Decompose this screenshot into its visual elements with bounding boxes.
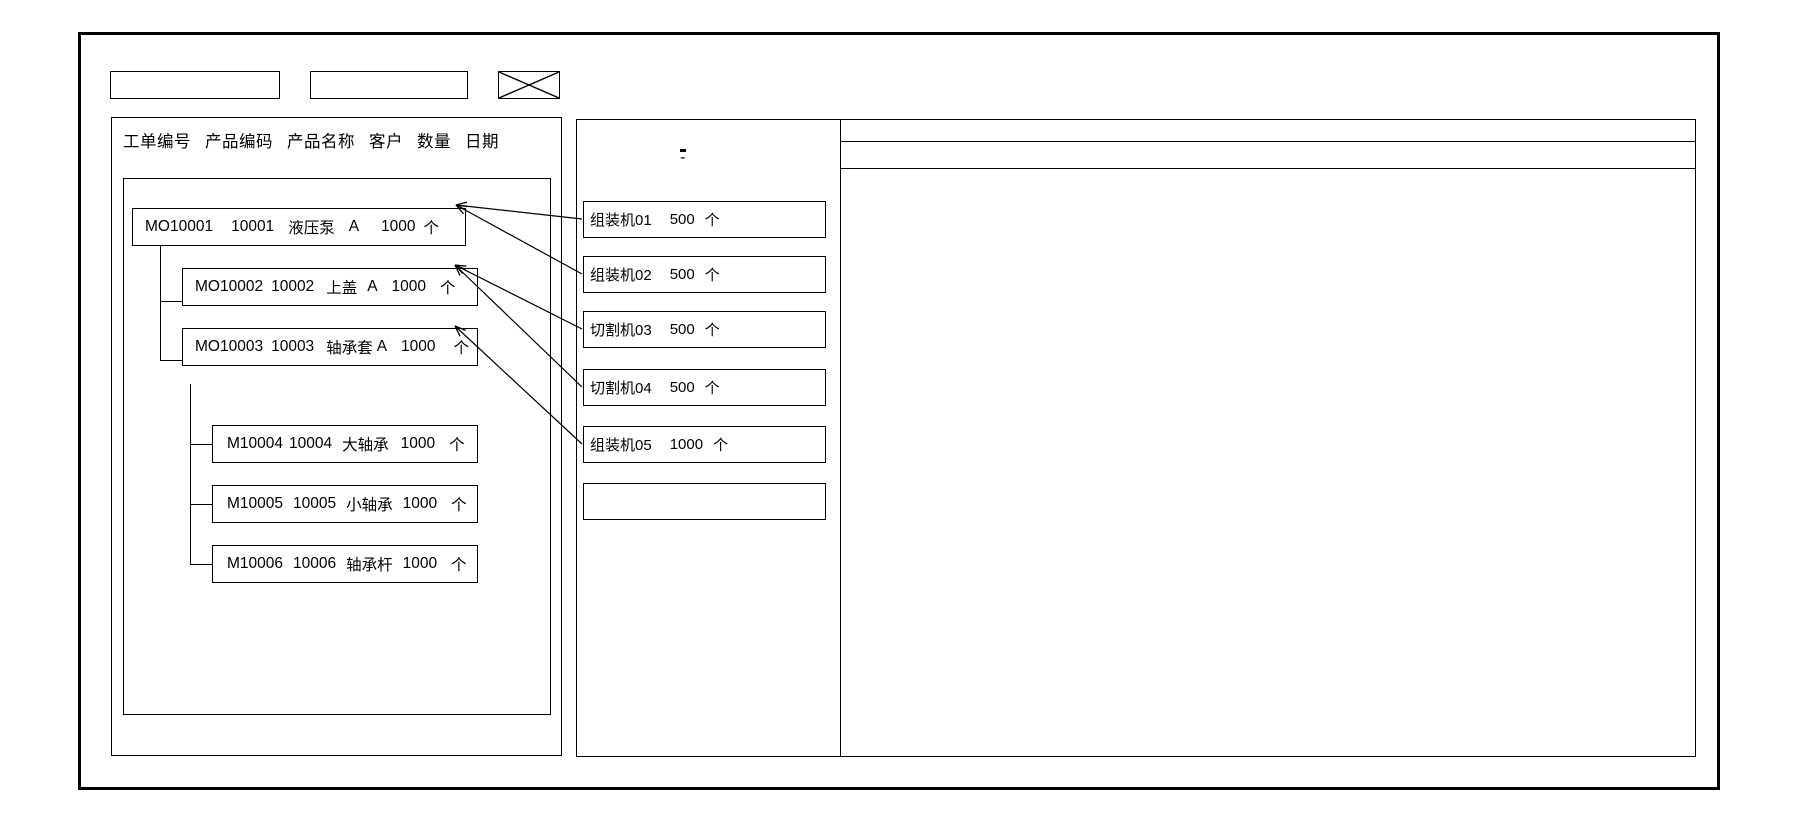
tree-cell-id: M10006	[227, 555, 284, 572]
tree-cell-unit: 个	[453, 340, 470, 357]
tree-row[interactable]: MO10001 10001 液压泵 A 1000 个	[132, 208, 466, 246]
column-header-cell: 工单编号	[123, 133, 191, 151]
machine-name: 切割机03	[590, 322, 652, 339]
tree-cell-qty: 1000	[391, 278, 427, 295]
tree-connector-branch-4	[190, 504, 212, 506]
machine-qty: 500	[669, 321, 695, 338]
tree-cell-customer: A	[376, 338, 388, 355]
tree-cell-qty: 1000	[402, 555, 438, 572]
toolbar	[110, 71, 560, 101]
machine-row[interactable]: 组装机01 500 个	[583, 201, 826, 238]
tree-row[interactable]: MO10003 10003 轴承套 A 1000 个	[182, 328, 478, 366]
machine-unit: 个	[713, 437, 729, 454]
tree-cell-qty: 1000	[381, 218, 416, 235]
column-header-cell: 客户	[369, 133, 403, 151]
tree-cell-unit: 个	[451, 497, 467, 514]
machine-assignment-panel: - 组装机01 500 个 组装机02 500 个 切割机03 500 个 切割…	[576, 119, 841, 757]
tree-cell-code: 10003	[271, 338, 315, 355]
machine-name: 组装机02	[590, 267, 652, 284]
tree-column-header: 工单编号 产品编码 产品名称 客户 数量 日期	[123, 126, 553, 154]
tree-cell-product: 大轴承	[342, 437, 389, 454]
column-header-cell: 产品编码	[205, 133, 273, 151]
tree-cell-id: MO10002	[195, 278, 264, 295]
machine-name: 组装机05	[590, 437, 652, 454]
tree-connector-branch-3	[190, 444, 212, 446]
toolbar-field-two[interactable]	[310, 71, 468, 99]
tree-cell-unit: 个	[451, 557, 467, 574]
machine-qty: 500	[669, 379, 695, 396]
tree-cell-code: 10004	[289, 435, 333, 452]
tree-cell-id: M10005	[227, 495, 284, 512]
tree-row[interactable]: M10004 10004 大轴承 1000 个	[212, 425, 478, 463]
tree-cell-product: 上盖	[326, 280, 358, 297]
work-order-tree-panel: 工单编号 产品编码 产品名称 客户 数量 日期 MO10001 10001 液压…	[111, 117, 562, 756]
detail-panel-header	[841, 141, 1695, 169]
machine-unit: 个	[704, 322, 720, 339]
tree-cell-unit: 个	[440, 280, 456, 297]
tree-connector-branch-1	[160, 301, 182, 303]
tree-cell-code: 10005	[293, 495, 337, 512]
machine-unit: 个	[704, 380, 720, 397]
toolbar-field-one[interactable]	[110, 71, 280, 99]
tree-list-container[interactable]: MO10001 10001 液压泵 A 1000 个 MO10002 10002…	[123, 178, 551, 715]
tree-connector-branch-5	[190, 564, 212, 566]
tree-row[interactable]: MO10002 10002 上盖 A 1000 个	[182, 268, 478, 306]
column-header-cell: 日期	[465, 133, 499, 151]
crossed-box-icon[interactable]	[498, 71, 560, 99]
tree-connector-trunk-1	[160, 237, 162, 361]
machine-row[interactable]: 切割机04 500 个	[583, 369, 826, 406]
machine-unit: 个	[704, 267, 720, 284]
machine-qty: 1000	[669, 436, 704, 453]
tree-row[interactable]: M10005 10005 小轴承 1000 个	[212, 485, 478, 523]
tree-cell-product: 轴承杆	[346, 557, 393, 574]
tree-cell-code: 10001	[231, 218, 275, 235]
tree-cell-product: 液压泵	[288, 220, 335, 237]
tree-row[interactable]: M10006 10006 轴承杆 1000 个	[212, 545, 478, 583]
column-header-cell: 数量	[417, 133, 451, 151]
machine-qty: 500	[669, 211, 695, 228]
tree-cell-product: 轴承套	[326, 340, 373, 357]
tree-connector-branch-2	[160, 360, 182, 362]
machine-row[interactable]: 切割机03 500 个	[583, 311, 826, 348]
tree-connector-trunk-2	[190, 384, 192, 565]
machine-unit: 个	[704, 212, 720, 229]
tree-cell-id: MO10001	[145, 218, 214, 235]
tree-cell-code: 10002	[271, 278, 315, 295]
tree-cell-qty: 1000	[402, 495, 438, 512]
machine-name: 切割机04	[590, 380, 652, 397]
dash-marker-icon: -	[680, 149, 686, 166]
tree-cell-customer: A	[367, 278, 378, 295]
machine-qty: 500	[669, 266, 695, 283]
tree-cell-customer: A	[348, 218, 360, 235]
tree-cell-qty: 1000	[401, 338, 436, 355]
tree-cell-id: M10004	[227, 435, 284, 452]
machine-name: 组装机01	[590, 212, 652, 229]
machine-row[interactable]: 组装机02 500 个	[583, 256, 826, 293]
tree-cell-id: MO10003	[195, 338, 264, 355]
tree-cell-code: 10006	[293, 555, 337, 572]
tree-cell-unit: 个	[423, 220, 440, 237]
machine-row-empty[interactable]	[583, 483, 826, 520]
tree-cell-unit: 个	[449, 437, 465, 454]
detail-panel	[841, 119, 1696, 757]
machine-row[interactable]: 组装机05 1000 个	[583, 426, 826, 463]
tree-cell-product: 小轴承	[346, 497, 393, 514]
column-header-cell: 产品名称	[287, 133, 355, 151]
tree-cell-qty: 1000	[400, 435, 436, 452]
